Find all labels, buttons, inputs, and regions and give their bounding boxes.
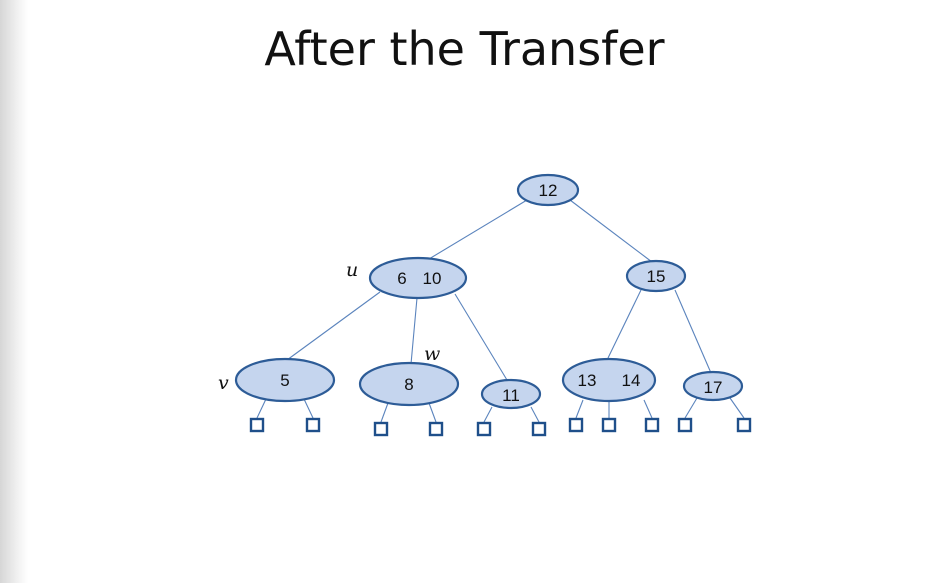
node-right (625, 259, 687, 293)
node-key: 10 (423, 269, 442, 288)
edge-u-11 (454, 293, 508, 381)
node-key: 12 (539, 181, 558, 200)
node-key: 13 (578, 371, 597, 390)
node-v (234, 357, 336, 403)
external-leaf (305, 417, 321, 433)
edge-leaf (428, 402, 437, 423)
edge-root-u (423, 199, 528, 263)
label-u: u (346, 259, 358, 281)
external-leaf (644, 417, 660, 433)
node-key: 11 (502, 386, 520, 405)
edge-leaf (530, 406, 540, 423)
edge-leaf (643, 399, 653, 419)
node-root (516, 173, 580, 207)
node-key: 8 (404, 375, 413, 394)
node-key: 6 (397, 269, 406, 288)
edge-leaf (729, 397, 745, 419)
node-17 (682, 370, 744, 402)
node-key: 15 (647, 267, 666, 286)
external-leaf (249, 417, 265, 433)
external-leaf (476, 421, 492, 437)
node-key: 17 (704, 378, 723, 397)
node-u (368, 256, 468, 300)
node-11 (480, 378, 542, 410)
edge-leaf (575, 399, 584, 419)
edge-right-13 (607, 289, 642, 359)
external-leaf (568, 417, 584, 433)
label-v: v (218, 372, 229, 394)
external-leaf (601, 417, 617, 433)
node-13-14 (561, 357, 657, 403)
edge-root-right (569, 199, 653, 263)
edge-leaf (684, 397, 698, 419)
node-key: 5 (280, 371, 289, 390)
edge-u-v (286, 291, 381, 361)
edge-leaf (303, 398, 314, 419)
external-leaf (677, 417, 693, 433)
node-key: 14 (622, 371, 641, 390)
external-leaf (373, 421, 389, 437)
slide-edge-shadow (0, 0, 28, 583)
node-w (358, 361, 460, 407)
external-leaf (428, 421, 444, 437)
edge-right-17 (674, 289, 712, 374)
slide-title: After the Transfer (264, 22, 665, 76)
edge-leaf (380, 402, 389, 423)
label-w: w (424, 343, 440, 365)
edge-u-w (410, 297, 418, 365)
edge-leaf (483, 406, 493, 423)
edge-leaf (256, 398, 267, 419)
external-leaf (531, 421, 547, 437)
external-leaf (736, 417, 752, 433)
